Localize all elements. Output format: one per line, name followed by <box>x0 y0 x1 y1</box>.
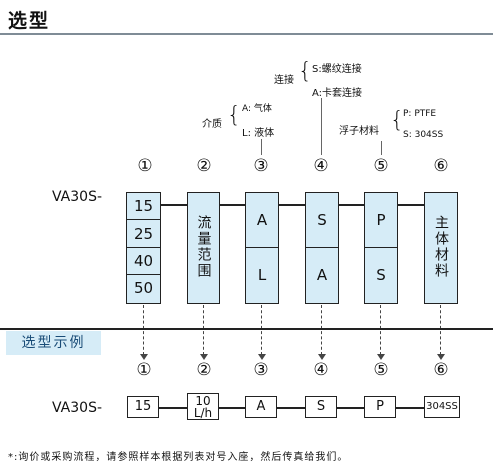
position-3: ③ <box>253 156 269 176</box>
connection-brace: { <box>298 59 312 84</box>
body-material-label: 主体材料 <box>433 215 449 279</box>
float-option-ptfe: P: PTFE <box>403 109 437 119</box>
float-material-brace: { <box>390 108 404 133</box>
arrow-head-1 <box>140 354 148 360</box>
position-4: ④ <box>313 156 329 176</box>
arrow-head-3 <box>258 354 266 360</box>
example-float: P <box>364 396 396 418</box>
position-2: ② <box>196 156 212 176</box>
example-position-5: ⑤ <box>373 360 389 380</box>
connection-label: 连接 <box>274 75 294 86</box>
model-prefix: VA30S- <box>52 189 103 205</box>
float-code-s: S <box>376 266 386 284</box>
connection-code-s: S <box>306 193 338 248</box>
example-range: 15 <box>127 396 159 418</box>
medium-option-liquid: L: 液体 <box>242 128 275 139</box>
example-position-2: ② <box>196 360 212 380</box>
example-position-3: ③ <box>253 360 269 380</box>
float-code-p: P <box>365 193 397 248</box>
example-body: 304SS <box>424 396 460 418</box>
float-material-label: 浮子材料 <box>339 126 379 137</box>
arrow-head-5 <box>377 354 385 360</box>
flow-range-box: 流量范围 <box>187 192 220 304</box>
medium-code-a: A <box>246 193 278 248</box>
arrow-head-2 <box>200 354 208 360</box>
dash-arrow-5 <box>380 305 381 355</box>
example-flow-box: 10 L/h <box>187 393 219 420</box>
footnote: *:询价或采购流程，请参照样本根据列表对号入座，然后传真给我们。 <box>8 452 349 463</box>
medium-connector <box>261 139 262 155</box>
range-value-15: 15 <box>127 193 160 220</box>
float-connector <box>381 141 382 155</box>
medium-code-l: L <box>257 266 267 284</box>
title-underline <box>0 33 493 35</box>
example-flow-value: 10 <box>195 394 211 408</box>
dash-arrow-3 <box>261 305 262 355</box>
float-option-304ss: S: 304SS <box>403 130 444 140</box>
dash-arrow-4 <box>321 305 322 355</box>
position-1: ① <box>137 156 153 176</box>
body-material-box: 主体材料 <box>424 192 458 304</box>
range-value-50: 50 <box>133 279 154 297</box>
dash-arrow-6 <box>440 305 441 355</box>
code-link-line <box>160 204 440 206</box>
example-link-line <box>158 407 428 409</box>
medium-brace: { <box>227 103 241 128</box>
example-position-4: ④ <box>313 360 329 380</box>
medium-box: A L <box>245 192 279 304</box>
flow-range-label: 流量范围 <box>195 215 212 279</box>
example-connection: S <box>305 396 337 418</box>
connection-option-a: A:卡套连接 <box>312 88 363 99</box>
arrow-head-4 <box>318 354 326 360</box>
example-flow-unit: L/h <box>193 406 213 420</box>
position-6: ⑥ <box>433 156 449 176</box>
page-title: 选型 <box>8 10 51 32</box>
section-divider <box>0 328 493 330</box>
float-box: P S <box>364 192 398 304</box>
example-position-6: ⑥ <box>433 360 449 380</box>
dash-arrow-2 <box>203 305 204 355</box>
arrow-head-6 <box>437 354 445 360</box>
medium-option-gas: A: 气体 <box>242 104 272 114</box>
dash-arrow-1 <box>143 305 144 355</box>
medium-label: 介质 <box>202 119 222 130</box>
example-model-prefix: VA30S- <box>52 400 103 416</box>
connection-connector <box>321 98 322 155</box>
range-value-25: 25 <box>127 220 160 248</box>
example-medium: A <box>245 396 277 418</box>
position-5: ⑤ <box>373 156 389 176</box>
connection-code-a: A <box>316 266 328 284</box>
range-value-40: 40 <box>127 248 160 275</box>
range-box: 15 25 40 50 <box>126 192 161 304</box>
connection-option-s: S:螺纹连接 <box>312 64 362 75</box>
example-position-1: ① <box>136 360 152 380</box>
connection-box: S A <box>305 192 339 304</box>
example-section-tab: 选型示例 <box>6 331 101 355</box>
